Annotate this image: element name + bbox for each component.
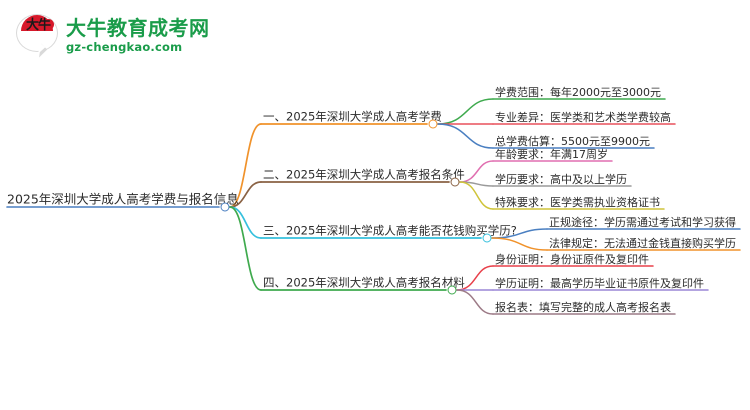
leaf-label-1-2[interactable]: 专业差异：医学类和艺术类学费较高 [495, 111, 671, 124]
leaf-label-4-3[interactable]: 报名表：填写完整的成人高考报名表 [495, 301, 671, 314]
logo-red-dot-icon [43, 19, 54, 30]
branch-node-3[interactable] [482, 233, 492, 243]
leaf-label-2-2[interactable]: 学历要求：高中及以上学历 [495, 173, 627, 186]
site-logo: 大牛 大牛教育成考网 gz-chengkao.com [14, 9, 244, 61]
logo-url: gz-chengkao.com [66, 39, 183, 54]
root-node-label[interactable]: 2025年深圳大学成人高考学费与报名信息 [7, 191, 239, 207]
branch-node-2[interactable] [450, 177, 460, 187]
leaf-label-2-1[interactable]: 年龄要求：年满17周岁 [495, 148, 608, 161]
branch-label-2[interactable]: 二、2025年深圳大学成人高考报名条件 [263, 167, 465, 182]
leaf-label-2-3[interactable]: 特殊要求：医学类需执业资格证书 [495, 196, 660, 209]
logo-mark-icon: 大牛 [14, 12, 60, 59]
leaf-label-3-1[interactable]: 正规途径：学历需通过考试和学习获得 [549, 216, 736, 229]
leaf-label-4-2[interactable]: 学历证明：最高学历毕业证书原件及复印件 [495, 277, 704, 290]
logo-text-block: 大牛教育成考网 gz-chengkao.com [66, 15, 210, 54]
branch-node-4[interactable] [447, 285, 457, 295]
leaf-label-1-3[interactable]: 总学费估算：5500元至9900元 [495, 135, 650, 148]
logo-title: 大牛教育成考网 [66, 15, 210, 40]
branch-label-3[interactable]: 三、2025年深圳大学成人高考能否花钱购买学历? [263, 223, 517, 238]
leaf-label-4-1[interactable]: 身份证明：身份证原件及复印件 [495, 253, 649, 266]
root-node-circle[interactable] [220, 202, 230, 212]
leaf-label-1-1[interactable]: 学费范围：每年2000元至3000元 [495, 86, 661, 99]
branch-label-1[interactable]: 一、2025年深圳大学成人高考学费 [263, 109, 442, 124]
branch-label-4[interactable]: 四、2025年深圳大学成人高考报名材料 [263, 275, 465, 290]
logo-mark-text: 大牛 [25, 18, 51, 33]
branch-node-1[interactable] [428, 119, 438, 129]
leaf-label-3-2[interactable]: 法律规定：无法通过金钱直接购买学历 [549, 237, 736, 250]
